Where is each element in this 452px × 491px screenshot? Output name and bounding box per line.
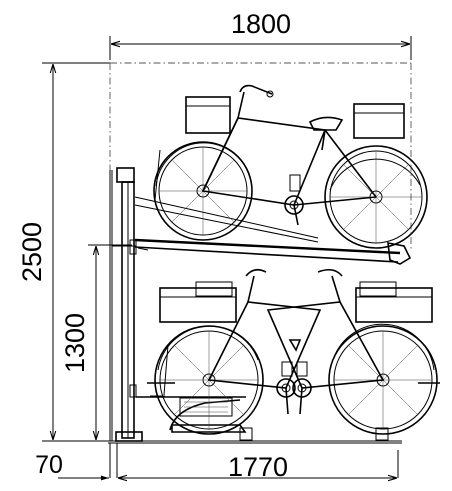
upper-tier-tray — [134, 196, 412, 265]
lower-bicycle-right — [266, 268, 440, 435]
lower-bicycle-left — [147, 268, 322, 435]
overall-width-label: 1800 — [231, 9, 291, 39]
overall-height-label: 2500 — [17, 222, 47, 282]
dimension-base: 70 1770 — [35, 443, 399, 482]
lower-tier-rails — [136, 395, 389, 441]
upper-bicycle — [153, 84, 428, 249]
dimension-overall-width: 1800 — [109, 9, 412, 60]
floor-line — [108, 440, 402, 444]
base-offset-label: 70 — [35, 451, 63, 479]
base-width-label: 1770 — [228, 452, 288, 482]
rack-column — [109, 167, 143, 442]
space-envelope — [109, 62, 412, 250]
lower-cranks — [276, 339, 312, 415]
lower-tier-height-label: 1300 — [60, 313, 90, 373]
dimension-overall-height: 2500 — [17, 62, 110, 442]
dimension-lower-tier-height: 1300 — [60, 244, 132, 440]
